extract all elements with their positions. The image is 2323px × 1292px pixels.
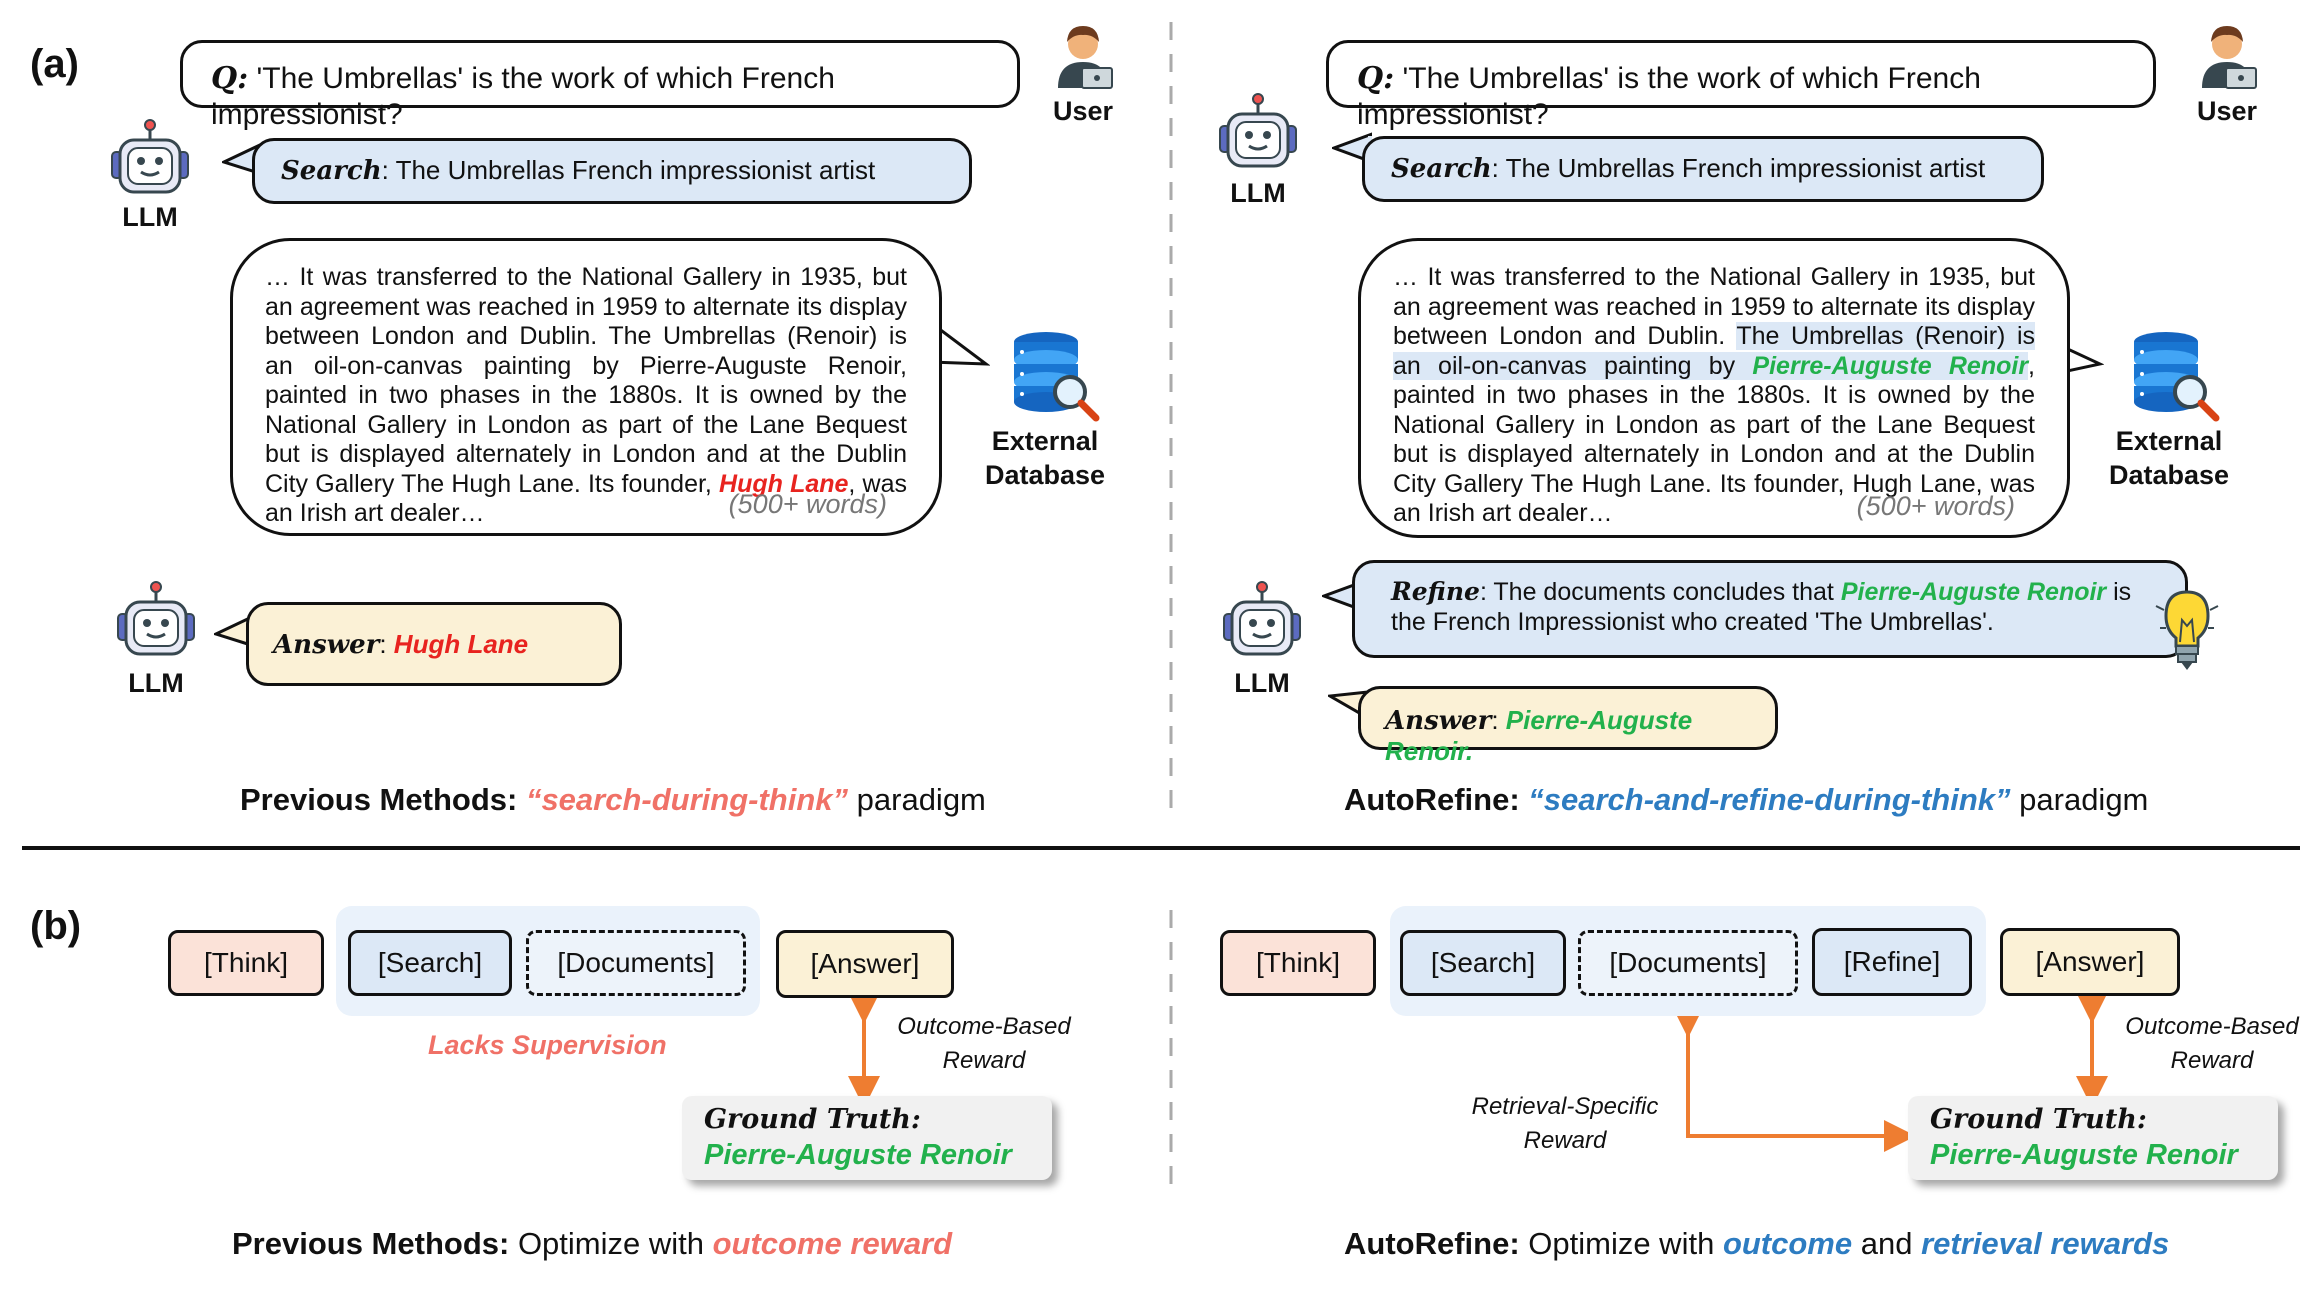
retrieval-note: Retrieval-Specific Reward <box>1460 1090 1670 1158</box>
document-bubble-right: … It was transferred to the National Gal… <box>1358 238 2070 538</box>
robot-icon <box>1223 581 1301 656</box>
caption-a-left: Previous Methods: “search-during-think” … <box>240 782 986 818</box>
gt-value: Pierre-Auguste Renoir <box>704 1139 1012 1171</box>
caption-rest: paradigm <box>2010 782 2149 817</box>
ground-truth-left: Ground Truth: Pierre-Auguste Renoir <box>682 1096 1052 1180</box>
note-line: Retrieval-Specific <box>1471 1093 1659 1120</box>
note-line: Reward <box>942 1047 1026 1074</box>
caption-rest: paradigm <box>848 782 986 817</box>
caption-b-left: Previous Methods: Optimize with outcome … <box>232 1226 952 1262</box>
search-prefix: Search <box>281 156 382 186</box>
caption-colored-1: outcome <box>1722 1226 1853 1261</box>
search-token: [Search] <box>348 930 512 996</box>
db-label: External Database <box>2108 426 2230 490</box>
database-icon <box>2134 332 2220 422</box>
user-icon <box>1058 26 1113 89</box>
panel-a-label: (a) <box>30 42 79 86</box>
caption-bold: AutoRefine: <box>1344 1226 1520 1261</box>
doc-correct-answer: Pierre-Auguste Renoir <box>1752 351 2029 380</box>
wrong-answer: Hugh Lane <box>393 629 529 659</box>
note-line: Outcome-Based <box>897 1013 1071 1040</box>
question-prefix: Q: <box>1357 61 1395 96</box>
caption-a-right: AutoRefine: “search-and-refine-during-th… <box>1344 782 2148 818</box>
documents-token: [Documents] <box>526 930 746 996</box>
caption-b-right: AutoRefine: Optimize with outcome and re… <box>1344 1226 2169 1262</box>
lacks-supervision: Lacks Supervision <box>428 1030 667 1060</box>
user-icon <box>2202 26 2257 89</box>
word-count: (500+ words) <box>728 488 887 519</box>
question-text: 'The Umbrellas' is the work of which Fre… <box>1357 62 1981 131</box>
question-text: 'The Umbrellas' is the work of which Fre… <box>211 62 835 131</box>
search-text: : The Umbrellas French impressionist art… <box>1491 153 1986 183</box>
answer-prefix: Answer <box>1385 706 1492 736</box>
documents-token: [Documents] <box>1578 930 1798 996</box>
note-line: Reward <box>1523 1127 1607 1154</box>
answer-token: [Answer] <box>2000 928 2180 996</box>
gt-title: Ground Truth: <box>704 1104 921 1135</box>
answer-token: [Answer] <box>776 930 954 998</box>
caption-colored: outcome reward <box>712 1226 953 1261</box>
answer-bubble-right: Answer: Pierre-Auguste Renoir. <box>1358 686 1778 766</box>
user-label: User <box>2196 96 2258 126</box>
think-token: [Think] <box>1220 930 1376 996</box>
caption-colored: “search-and-refine-during-think” <box>1528 782 2011 817</box>
outcome-note-left: Outcome-Based Reward <box>884 1010 1084 1078</box>
search-token: [Search] <box>1400 930 1566 996</box>
refine-text-end: is the French Impressionist who created … <box>1391 578 2132 636</box>
refine-text: : The documents concludes that <box>1479 578 1841 606</box>
robot-icon <box>1219 93 1297 168</box>
caption-bold: Previous Methods: <box>232 1226 510 1261</box>
caption-and: and <box>1852 1226 1922 1261</box>
correct-answer: Pierre-Auguste Renoir. <box>1385 705 1693 766</box>
llm-label: LLM <box>128 668 184 698</box>
database-icon <box>1014 332 1100 422</box>
refine-token: [Refine] <box>1812 928 1972 996</box>
doc-text: … It was transferred to the National Gal… <box>1393 263 2035 350</box>
word-count: (500+ words) <box>1856 490 2015 521</box>
search-bubble-right: Search: The Umbrellas French impressioni… <box>1362 136 2044 202</box>
caption-colored-2: retrieval rewards <box>1921 1226 2170 1261</box>
caption-plain: Optimize with <box>1519 1226 1723 1261</box>
answer-bubble-left: Answer: Hugh Lane <box>246 602 622 686</box>
outcome-note-right: Outcome-Based Reward <box>2112 1010 2312 1078</box>
doc-wrong-answer: Hugh Lane <box>719 469 849 498</box>
refine-bubble: Refine: The documents concludes that Pie… <box>1352 560 2188 658</box>
think-token: [Think] <box>168 930 324 996</box>
user-label: User <box>1052 96 1114 126</box>
doc-text-end: , painted in two phases in the 1880s. It… <box>1393 351 2035 528</box>
lightbulb-icon <box>2155 590 2219 670</box>
caption-colored: “search-during-think” <box>525 782 849 817</box>
doc-text-end: , was an Irish art dealer… <box>265 469 907 528</box>
question-prefix: Q: <box>211 61 249 96</box>
note-line: Outcome-Based <box>2125 1013 2299 1040</box>
question-bubble-right: Q: 'The Umbrellas' is the work of which … <box>1326 40 2156 131</box>
db-label: External Database <box>984 426 1106 490</box>
document-bubble-left: … It was transferred to the National Gal… <box>230 238 942 536</box>
gt-title: Ground Truth: <box>1930 1104 2147 1135</box>
caption-bold: AutoRefine: <box>1344 782 1529 817</box>
doc-text: … It was transferred to the National Gal… <box>265 263 907 498</box>
llm-label: LLM <box>1230 178 1286 208</box>
refine-prefix: Refine <box>1391 577 1480 606</box>
search-text: : The Umbrellas French impressionist art… <box>381 155 876 185</box>
llm-label: LLM <box>1234 668 1290 698</box>
ground-truth-right: Ground Truth: Pierre-Auguste Renoir <box>1908 1096 2278 1180</box>
robot-icon <box>117 581 195 656</box>
answer-prefix: Answer <box>273 630 380 660</box>
robot-icon <box>111 119 189 194</box>
panel-b-label: (b) <box>30 904 82 948</box>
search-bubble-left: Search: The Umbrellas French impressioni… <box>252 138 972 204</box>
note-line: Reward <box>2170 1047 2254 1074</box>
caption-plain: Optimize with <box>509 1226 713 1261</box>
refine-answer: Pierre-Auguste Renoir <box>1840 578 2107 606</box>
gt-value: Pierre-Auguste Renoir <box>1930 1139 2238 1171</box>
search-prefix: Search <box>1391 154 1492 184</box>
retrieval-arrow <box>1672 1006 1916 1152</box>
llm-label: LLM <box>122 202 178 232</box>
caption-bold: Previous Methods: <box>240 782 526 817</box>
question-bubble-left: Q: 'The Umbrellas' is the work of which … <box>180 40 1020 131</box>
